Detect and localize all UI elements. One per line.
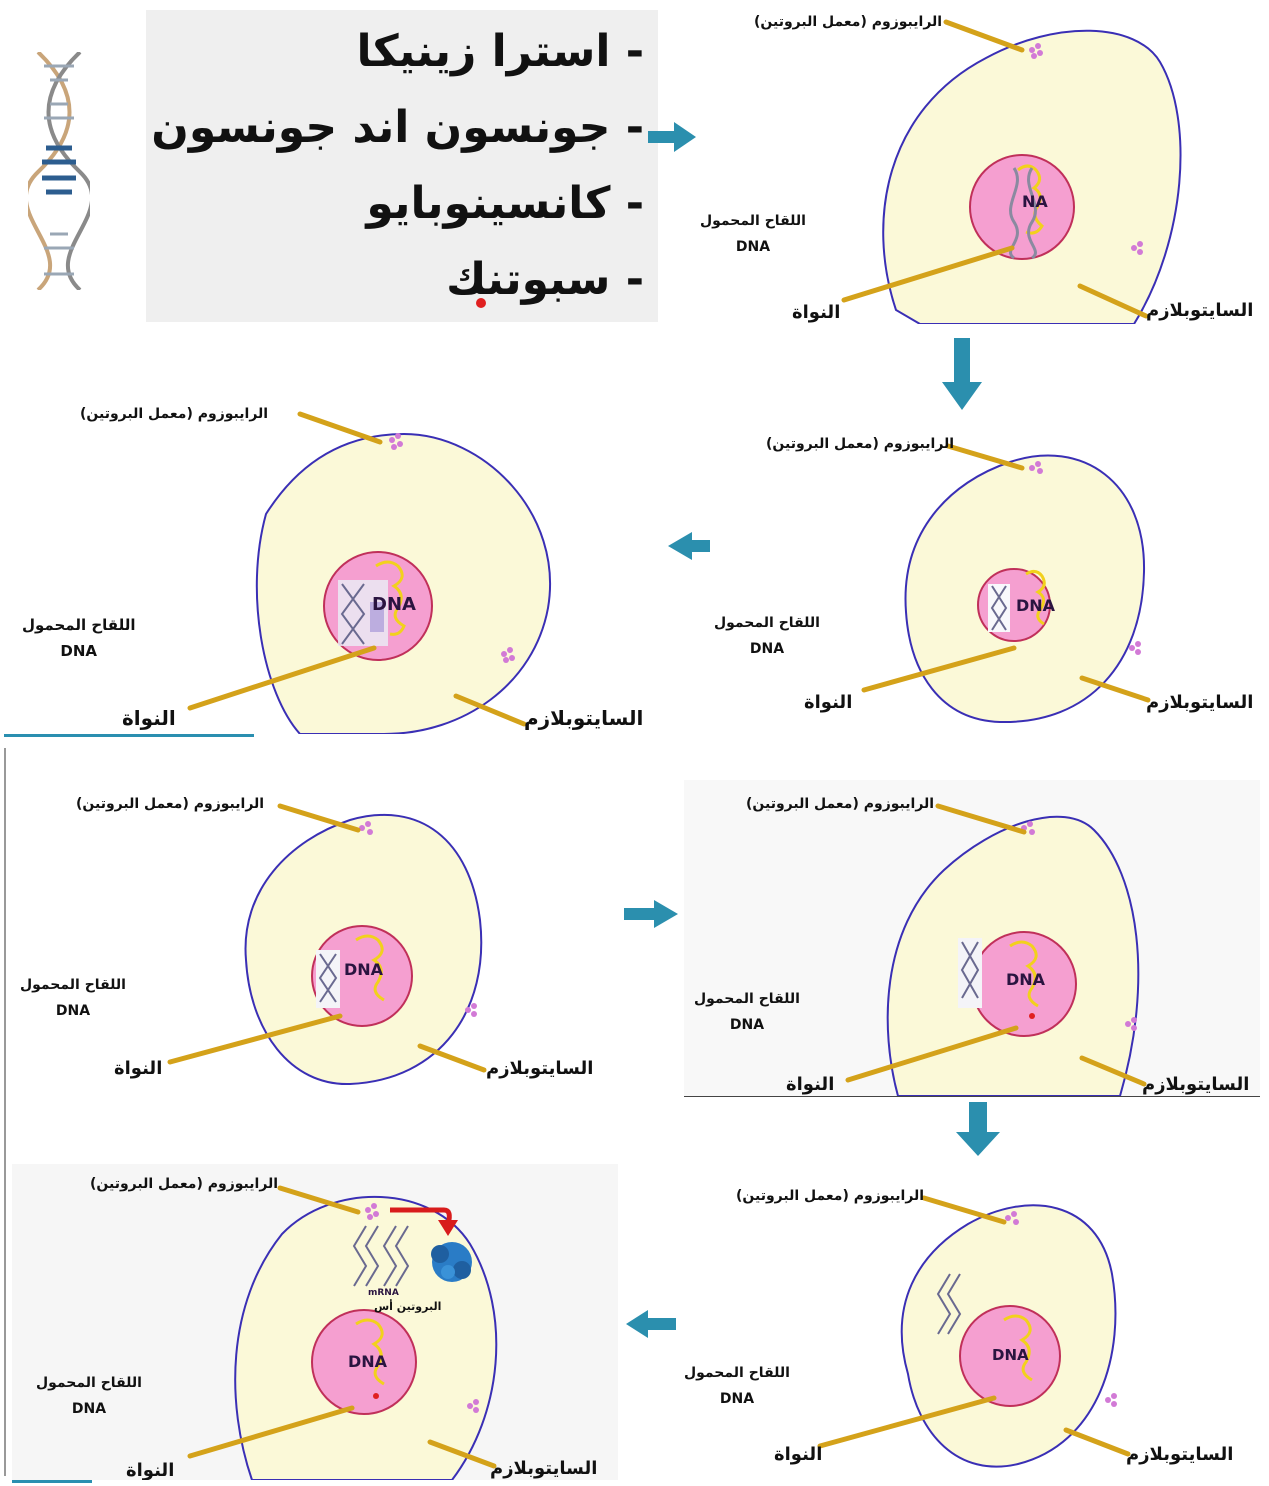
vaccine-label-line1: اللقاح المحمول — [714, 610, 820, 636]
vaccine-label-line2: DNA — [694, 1012, 800, 1038]
cell-diagram — [4, 394, 654, 734]
cell-diagram — [10, 780, 616, 1100]
ribosome-label: الرايبوزوم (معمل البروتين) — [736, 1188, 924, 1204]
dna-label: DNA — [1016, 596, 1055, 615]
stage-4-panel: DNA الرايبوزوم (معمل البروتين) اللقاح ال… — [684, 780, 1260, 1096]
nucleus-label: النواة — [114, 1058, 162, 1079]
cytoplasm-label: السايتوبلازم — [1146, 300, 1253, 321]
cytoplasm-label: السايتوبلازم — [486, 1058, 593, 1079]
cytoplasm-label: السايتوبلازم — [1146, 692, 1253, 713]
vaccine-label-line2: DNA — [36, 1396, 142, 1422]
vaccine-label: اللقاح المحمول DNA — [700, 208, 806, 260]
dna-label: DNA — [992, 1346, 1029, 1364]
dna-helix-icon — [28, 52, 90, 290]
divider-line — [4, 734, 254, 737]
vaccine-label-line1: اللقاح المحمول — [22, 612, 135, 638]
vaccine-label-line2: DNA — [714, 636, 820, 662]
ribosome-icon — [1105, 1393, 1117, 1407]
cell-diagram — [678, 1164, 1254, 1482]
ribosome-label: الرايبوزوم (معمل البروتين) — [746, 796, 934, 812]
flow-arrow-icon — [942, 338, 982, 410]
stage-2-panel: DNA الرايبوزوم (معمل البروتين) اللقاح ال… — [710, 412, 1262, 732]
cytoplasm-label: السايتوبلازم — [1126, 1444, 1233, 1465]
vaccine-label: اللقاح المحمول DNA — [714, 610, 820, 662]
company-johnson: - جونسون اند جونسون — [151, 102, 644, 153]
flow-arrow-icon — [956, 1102, 1000, 1156]
vaccine-label-line1: اللقاح المحمول — [684, 1360, 790, 1386]
cell-diagram — [710, 412, 1262, 732]
cytoplasm-label: السايتوبلازم — [1142, 1074, 1249, 1095]
nucleus-label: النواة — [804, 692, 852, 713]
dna-label: NA — [1022, 192, 1048, 211]
ribosome-label: الرايبوزوم (معمل البروتين) — [80, 406, 268, 422]
vaccine-label-line2: DNA — [20, 998, 126, 1024]
ribosome-label: الرايبوزوم (معمل البروتين) — [766, 436, 954, 452]
cytoplasm-label: السايتوبلازم — [490, 1458, 597, 1479]
vaccine-label-line1: اللقاح المحمول — [36, 1370, 142, 1396]
cytoplasm-label: السايتوبلازم — [524, 706, 643, 730]
vaccine-label-line2: DNA — [700, 234, 806, 260]
flow-arrow-icon — [624, 900, 678, 928]
company-sputnik: - سبوتنك — [446, 254, 644, 305]
dna-label: DNA — [1006, 970, 1045, 989]
cell-diagram — [12, 1164, 618, 1480]
spike-protein-label: البروتين أس — [374, 1300, 441, 1313]
mrna-label: mRNA — [368, 1288, 399, 1298]
divider-line — [684, 1096, 1260, 1097]
company-astrazeneca: - استرا زينيكا — [356, 26, 644, 77]
flow-arrow-icon — [626, 1310, 676, 1338]
ribosome-label: الرايبوزوم (معمل البروتين) — [90, 1176, 278, 1192]
cell-diagram — [684, 780, 1260, 1096]
vaccine-label: اللقاح المحمول DNA — [22, 612, 135, 664]
nucleus-label: النواة — [792, 302, 840, 323]
ribosome-label: الرايبوزوم (معمل البروتين) — [76, 796, 264, 812]
vaccine-label-line2: DNA — [684, 1386, 790, 1412]
dna-label: DNA — [344, 960, 383, 979]
vaccine-companies-box: - استرا زينيكا - جونسون اند جونسون - كان… — [146, 10, 658, 322]
nucleus-label: النواة — [774, 1444, 822, 1465]
vaccine-label-line1: اللقاح المحمول — [700, 208, 806, 234]
vaccine-label: اللقاح المحمول DNA — [684, 1360, 790, 1412]
nucleus-label: النواة — [786, 1074, 834, 1095]
dna-label: DNA — [348, 1352, 387, 1371]
vaccine-label: اللقاح المحمول DNA — [36, 1370, 142, 1422]
flow-arrow-icon — [648, 122, 696, 152]
stage-1-panel: NA الرايبوزوم (معمل البروتين) اللقاح الم… — [696, 0, 1266, 324]
ribosome-label: الرايبوزوم (معمل البروتين) — [754, 14, 942, 30]
vaccine-label-line2: DNA — [22, 638, 135, 664]
vaccine-label: اللقاح المحمول DNA — [694, 986, 800, 1038]
vaccine-label-line1: اللقاح المحمول — [694, 986, 800, 1012]
nucleus-label: النواة — [122, 706, 176, 730]
company-cansino: - كانسينوبايو — [366, 178, 644, 229]
stage-7-panel: mRNA البروتين أس DNA الرايبوزوم (معمل ال… — [12, 1164, 618, 1480]
stage-3-panel: DNA الرايبوزوم (معمل البروتين) اللقاح ال… — [4, 394, 654, 734]
vaccine-label: اللقاح المحمول DNA — [20, 972, 126, 1024]
stage-6-panel: DNA الرايبوزوم (معمل البروتين) اللقاح ال… — [678, 1164, 1254, 1482]
pointer-dot — [476, 298, 486, 308]
stage-5-panel: DNA الرايبوزوم (معمل البروتين) اللقاح ال… — [10, 780, 616, 1100]
cell-diagram — [696, 0, 1266, 324]
dna-label: DNA — [372, 594, 416, 615]
vaccine-label-line1: اللقاح المحمول — [20, 972, 126, 998]
divider-line — [4, 748, 6, 1476]
divider-line — [12, 1480, 92, 1483]
nucleus-label: النواة — [126, 1460, 174, 1480]
